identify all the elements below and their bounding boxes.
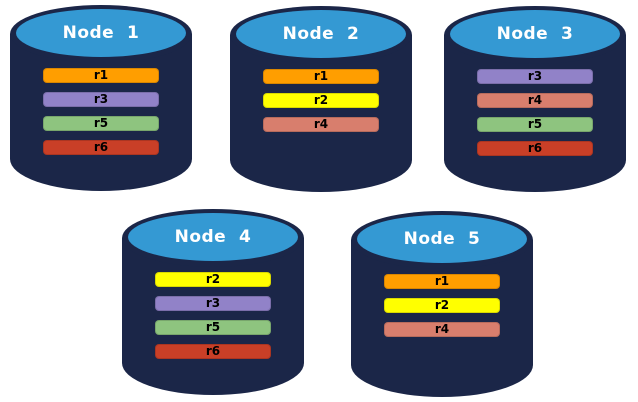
- replica-bar: r4: [263, 117, 379, 132]
- replica-bar: r3: [43, 92, 159, 107]
- replica-stack: r3 r4 r5 r6: [477, 69, 593, 156]
- replica-label: r3: [93, 92, 109, 106]
- replica-label: r6: [205, 344, 221, 358]
- cylinder-top-ellipse: Node 1: [16, 9, 186, 57]
- cylinder-top-rim: Node 5: [351, 211, 533, 269]
- db-node: Node 4 r2 r3 r5 r6: [122, 209, 304, 395]
- replica-label: r6: [527, 141, 543, 155]
- node-title: Node 5: [403, 229, 481, 249]
- cylinder-top-rim: Node 2: [230, 6, 412, 64]
- db-node: Node 2 r1 r2 r4: [230, 6, 412, 192]
- replica-bar: r1: [384, 274, 500, 289]
- replica-label: r2: [434, 298, 450, 312]
- replica-bar: r5: [155, 320, 271, 335]
- replica-bar: r5: [477, 117, 593, 132]
- node-title: Node 4: [174, 227, 252, 247]
- cylinder-top-ellipse: Node 5: [357, 215, 527, 263]
- replica-bar: r6: [43, 140, 159, 155]
- replica-bar: r1: [263, 69, 379, 84]
- replica-stack: r1 r2 r4: [263, 69, 379, 132]
- replica-stack: r1 r3 r5 r6: [43, 68, 159, 155]
- cylinder-top-rim: Node 3: [444, 6, 626, 64]
- db-node: Node 3 r3 r4 r5 r6: [444, 6, 626, 192]
- replica-bar: r4: [477, 93, 593, 108]
- replica-bar: r2: [263, 93, 379, 108]
- replica-bar: r3: [477, 69, 593, 84]
- replica-bar: r3: [155, 296, 271, 311]
- replica-label: r5: [93, 116, 109, 130]
- replica-label: r2: [205, 272, 221, 286]
- node-title: Node 3: [496, 24, 574, 44]
- replica-bar: r6: [477, 141, 593, 156]
- node-title: Node 1: [62, 23, 140, 43]
- replica-stack: r1 r2 r4: [384, 274, 500, 337]
- cylinder-top-ellipse: Node 4: [128, 213, 298, 261]
- replica-bar: r4: [384, 322, 500, 337]
- replica-label: r3: [205, 296, 221, 310]
- replica-label: r3: [527, 69, 543, 83]
- replica-label: r6: [93, 140, 109, 154]
- cylinder-top-ellipse: Node 2: [236, 10, 406, 58]
- replica-bar: r5: [43, 116, 159, 131]
- replica-label: r4: [434, 322, 450, 336]
- replica-label: r4: [313, 117, 329, 131]
- replica-label: r1: [93, 68, 109, 82]
- cylinder-top-rim: Node 4: [122, 209, 304, 267]
- replica-bar: r6: [155, 344, 271, 359]
- replica-stack: r2 r3 r5 r6: [155, 272, 271, 359]
- replica-label: r2: [313, 93, 329, 107]
- replica-label: r4: [527, 93, 543, 107]
- replica-label: r5: [527, 117, 543, 131]
- db-node: Node 5 r1 r2 r4: [351, 211, 533, 397]
- replica-label: r1: [313, 69, 329, 83]
- db-node: Node 1 r1 r3 r5 r6: [10, 5, 192, 191]
- replica-label: r1: [434, 274, 450, 288]
- replica-bar: r1: [43, 68, 159, 83]
- replica-bar: r2: [384, 298, 500, 313]
- cylinder-top-rim: Node 1: [10, 5, 192, 63]
- replica-bar: r2: [155, 272, 271, 287]
- node-title: Node 2: [282, 24, 360, 44]
- replica-label: r5: [205, 320, 221, 334]
- cylinder-top-ellipse: Node 3: [450, 10, 620, 58]
